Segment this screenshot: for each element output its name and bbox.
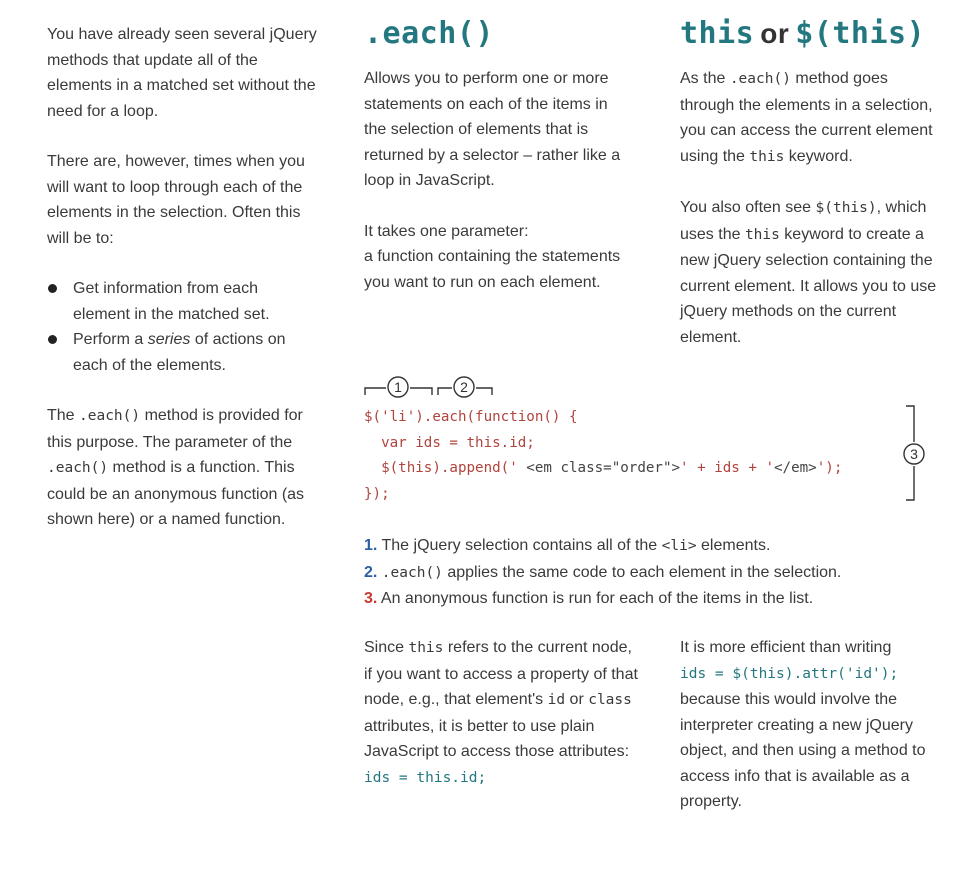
- marker-2-circle: [453, 376, 475, 398]
- each-heading: .each(): [364, 16, 494, 51]
- bullet-item: Perform a series of actions on each of t…: [47, 327, 317, 378]
- loop-paragraph: There are, however, times when you will …: [47, 153, 305, 247]
- bottom-left-note: Since this refers to the current node, i…: [364, 639, 638, 786]
- this-keyword-paragraph: As the .each() method goes through the e…: [680, 70, 933, 165]
- step-item: 2. .each() applies the same code to each…: [364, 563, 842, 581]
- bottom-right-note: It is more efficient than writing ids = …: [680, 639, 926, 810]
- plain-js-code: ids = this.id;: [364, 769, 487, 786]
- bullet-list: Get information from each element in the…: [47, 276, 317, 378]
- each-purpose-paragraph: The .each() method is provided for this …: [47, 407, 305, 528]
- code-line-1: $('li').each(function() {: [364, 409, 578, 425]
- steps-list: 1. The jQuery selection contains all of …: [364, 533, 924, 612]
- marker-2-label: 2: [460, 379, 468, 395]
- parameter-intro: It takes one parameter:: [364, 222, 529, 240]
- right-column: As the .each() method goes through the e…: [680, 66, 945, 350]
- marker-1-circle: [387, 376, 409, 398]
- parameter-description: a function containing the statements you…: [364, 248, 621, 291]
- bullet-dot-icon: [48, 335, 57, 344]
- marker-3-circle: [903, 443, 925, 465]
- step-item: 3. An anonymous function is run for each…: [364, 590, 814, 607]
- bullet-dot-icon: [48, 284, 57, 293]
- marker-3-label: 3: [910, 446, 918, 462]
- code-line-4: });: [364, 485, 390, 502]
- left-column: You have already seen several jQuery met…: [47, 22, 317, 533]
- marker-1-label: 1: [394, 379, 402, 395]
- dollar-this-paragraph: You also often see $(this), which uses t…: [680, 199, 937, 346]
- middle-column: Allows you to perform one or more statem…: [364, 66, 626, 295]
- code-example: $('li').each(function() { var ids = this…: [364, 405, 842, 507]
- code-markers: 1 2: [364, 376, 493, 398]
- each-description: Allows you to perform one or more statem…: [364, 70, 621, 189]
- code-line-2: var ids = this.id;: [364, 434, 535, 451]
- intro-paragraph: You have already seen several jQuery met…: [47, 26, 317, 120]
- bullet-item: Get information from each element in the…: [47, 276, 317, 327]
- code-line-3: $(this).append(' <em class="order">' + i…: [364, 460, 843, 476]
- attr-code: ids = $(this).attr('id');: [680, 665, 899, 682]
- marker-3-bracket: 3: [903, 405, 925, 501]
- step-item: 1. The jQuery selection contains all of …: [364, 537, 771, 554]
